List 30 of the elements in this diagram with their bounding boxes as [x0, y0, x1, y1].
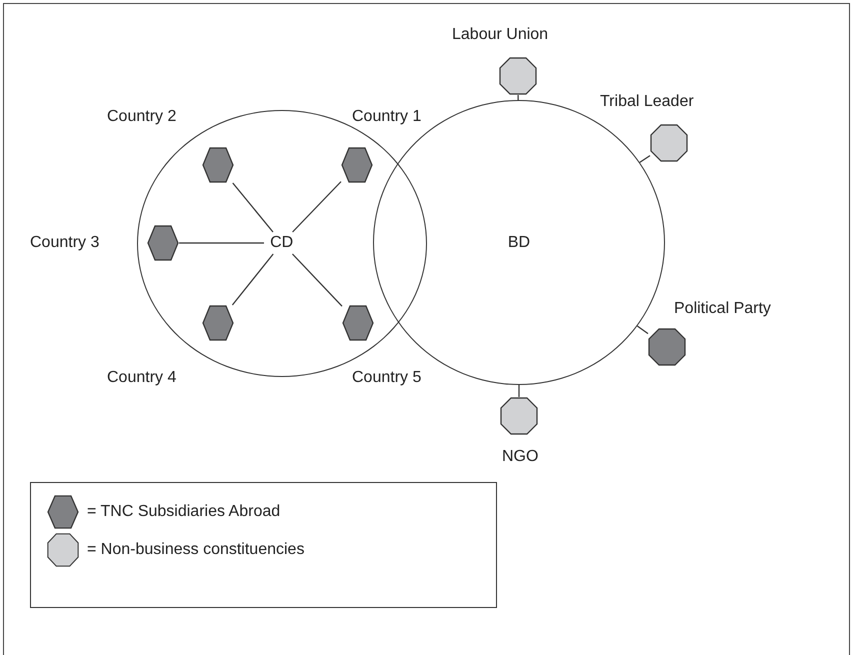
place-label: Tribal Leader [600, 93, 694, 111]
place-label: Country 5 [352, 369, 422, 387]
node-caption: Labour Union [452, 26, 548, 44]
constituency-octagon [499, 57, 537, 95]
subsidiary-hexagon [342, 304, 374, 341]
connector-line [636, 326, 648, 334]
place-label: Country 3 [30, 234, 100, 252]
place-label: Country 4 [107, 369, 176, 387]
constituency-octagon [500, 397, 538, 435]
node-caption: Political Party [674, 300, 771, 318]
connector-line [518, 385, 520, 397]
connector-line [232, 254, 274, 306]
connector-line [232, 182, 274, 232]
legend-text: = Non-business constituencies [87, 541, 304, 559]
connector-line [179, 242, 264, 244]
subsidiary-hexagon [340, 146, 373, 183]
subsidiary-hexagon [202, 304, 234, 341]
node-caption: NGO [502, 448, 538, 466]
subsidiary-hexagon [202, 146, 234, 183]
region-label: BD [508, 234, 530, 252]
connector-line [639, 155, 650, 163]
region-label: CD [270, 234, 294, 252]
connector-line [292, 181, 342, 232]
subsidiary-hexagon [146, 224, 179, 261]
constituency-octagon [650, 124, 688, 162]
legend-text: = TNC Subsidiaries Abroad [87, 503, 280, 521]
place-label: Country 2 [107, 108, 176, 126]
connector-line [292, 254, 342, 307]
place-label: Country 1 [352, 108, 422, 126]
constituency-octagon [648, 328, 686, 366]
